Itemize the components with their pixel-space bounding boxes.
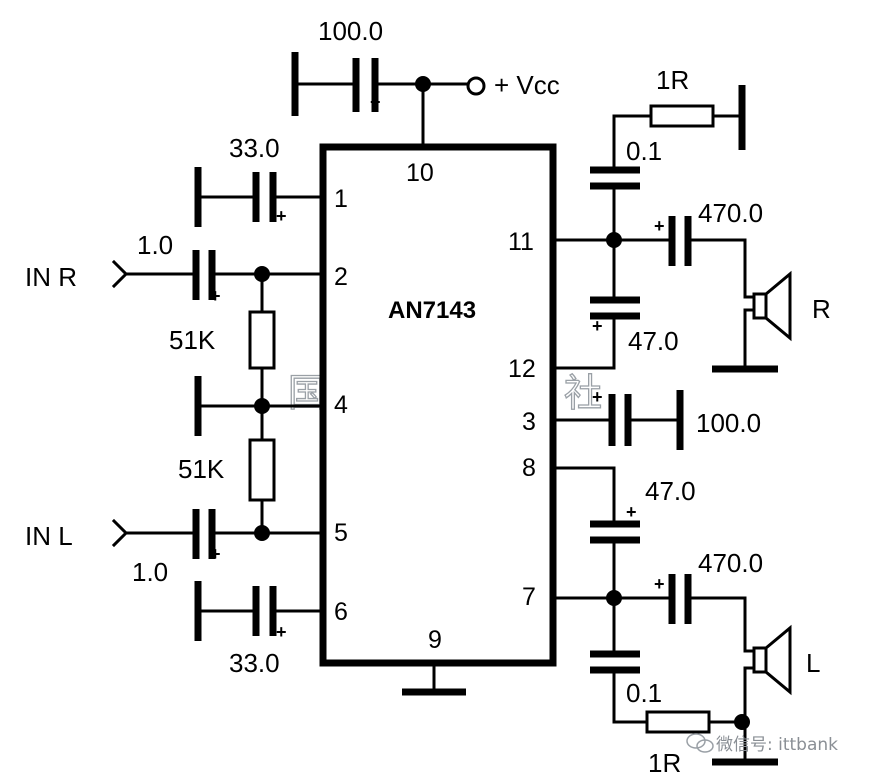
r-zobel-l-value: 1R	[648, 748, 681, 778]
c-pin1-value: 33.0	[229, 133, 280, 163]
c-in-r-value: 1.0	[137, 230, 173, 260]
pin-label-5: 5	[334, 519, 348, 547]
r-top-value: 51K	[169, 325, 216, 355]
speaker-right-label: R	[812, 294, 831, 324]
right-output-network: + +	[551, 85, 792, 373]
c-out-r-value: 470.0	[698, 198, 763, 228]
polarity-plus-mark: +	[276, 206, 287, 226]
pin-label-7: 7	[522, 583, 536, 611]
input-left-label: IN L	[25, 521, 73, 551]
pin9-ground	[402, 661, 466, 696]
c-out-l-value: 470.0	[698, 548, 763, 578]
r-bottom-value: 51K	[178, 454, 225, 484]
pin-label-1: 1	[334, 185, 348, 213]
pin-label-4: 4	[334, 391, 348, 419]
pin1-capacitor: +	[194, 167, 325, 227]
vcc-label: + Vcc	[494, 70, 560, 100]
polarity-plus-mark: +	[276, 622, 287, 642]
input-jack-icon	[111, 259, 129, 289]
vcc-terminal-icon	[466, 76, 486, 96]
polarity-plus-mark: +	[210, 286, 221, 306]
polarity-plus-mark: +	[654, 574, 665, 594]
pin-label-11: 11	[508, 228, 534, 256]
speaker-icon	[752, 624, 792, 696]
pin-label-10: 10	[406, 159, 434, 187]
polarity-plus-mark: +	[210, 544, 221, 564]
pin-label-3: 3	[522, 408, 536, 436]
c-boot-r-value: 47.0	[628, 326, 679, 356]
polarity-plus-mark: +	[654, 216, 665, 236]
polarity-plus-mark: +	[370, 92, 381, 112]
wechat-icon	[686, 733, 714, 753]
pin-label-2: 2	[334, 263, 348, 291]
pin-label-6: 6	[334, 598, 348, 626]
pin-label-9: 9	[428, 626, 442, 654]
pin6-capacitor: +	[194, 581, 325, 642]
speaker-left-label: L	[806, 648, 820, 678]
r-zobel-r-value: 1R	[656, 65, 689, 95]
input-right-label: IN R	[25, 262, 77, 292]
left-output-network: + +	[551, 466, 792, 766]
polarity-plus-mark: +	[592, 316, 603, 336]
pin3-capacitor: +	[551, 387, 684, 450]
right-input-network: +	[111, 250, 325, 408]
pin-label-8: 8	[522, 454, 536, 482]
footer-wechat-id: 微信号: ittbank	[716, 735, 838, 755]
c-zobel-l-value: 0.1	[626, 678, 662, 708]
c-pin6-value: 33.0	[229, 648, 280, 678]
c-vcc-value: 100.0	[318, 16, 383, 46]
c-in-l-value: 1.0	[132, 557, 168, 587]
ic-body	[319, 143, 557, 667]
pin-label-12: 12	[508, 355, 536, 383]
ic-part-number: AN7143	[388, 297, 476, 324]
polarity-plus-mark: +	[592, 387, 603, 407]
vcc-supply-network: +	[291, 52, 486, 149]
left-input-network: +	[111, 509, 325, 564]
c-boot-l-value: 47.0	[645, 476, 696, 506]
speaker-icon	[752, 270, 792, 342]
pin4-ground	[194, 376, 325, 535]
c-zobel-r-value: 0.1	[626, 136, 662, 166]
c-pin3-value: 100.0	[696, 408, 761, 438]
polarity-plus-mark: +	[626, 502, 637, 522]
